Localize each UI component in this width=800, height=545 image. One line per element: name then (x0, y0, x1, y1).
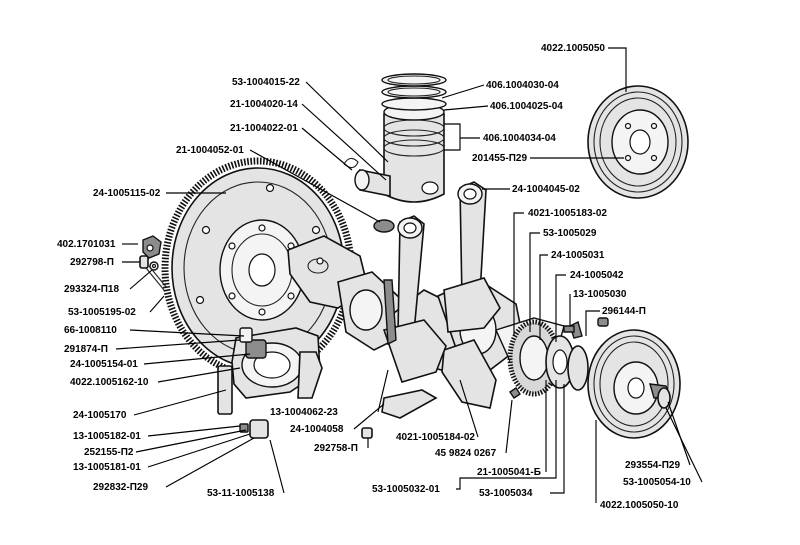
connecting-rods (381, 181, 501, 419)
label-53-1005032-01: 53-1005032-01 (372, 484, 440, 495)
piston-assembly (343, 73, 447, 233)
label-53-1005054-10: 53-1005054-10 (623, 477, 691, 488)
label-24-1005154-01: 24-1005154-01 (70, 359, 138, 370)
label-4022-1005050: 4022.1005050 (541, 43, 605, 54)
crank-key-and-pin (361, 325, 575, 439)
label-24-1004045-02: 24-1004045-02 (512, 184, 580, 195)
front-sprockets (507, 319, 589, 397)
label-406-1004030-04: 406.1004030-04 (486, 80, 559, 91)
rear-seal-holder (217, 327, 323, 439)
leader-lines (115, 47, 703, 503)
label-24-1005170: 24-1005170 (73, 410, 127, 421)
label-4021-1005184-02: 4021-1005184-02 (396, 432, 475, 443)
label-21-1004022-01: 21-1004022-01 (230, 123, 298, 134)
label-53-1005034: 53-1005034 (479, 488, 533, 499)
label-13-1005182-01: 13-1005182-01 (73, 431, 141, 442)
label-53-1005195-02: 53-1005195-02 (68, 307, 136, 318)
label-291874-p: 291874-П (64, 344, 108, 355)
label-402-1701031: 402.1701031 (57, 239, 116, 250)
label-13-1005030: 13-1005030 (573, 289, 627, 300)
label-21-1005041-b: 21-1005041-Б (477, 467, 541, 478)
label-292758-p: 292758-П (314, 443, 358, 454)
label-406-1004025-04: 406.1004025-04 (490, 101, 563, 112)
label-13-1004062-23: 13-1004062-23 (270, 407, 338, 418)
label-4022-1005050-10: 4022.1005050-10 (600, 500, 679, 511)
label-4022-1005162-10: 4022.1005162-10 (70, 377, 149, 388)
label-201455-p29: 201455-П29 (472, 153, 527, 164)
crankshaft-pulley (587, 85, 689, 199)
label-45-9824-0267: 45 9824 0267 (435, 448, 497, 459)
label-21-1004052-01: 21-1004052-01 (176, 145, 244, 156)
label-21-1004020-14: 21-1004020-14 (230, 99, 298, 110)
label-293324-p18: 293324-П18 (64, 284, 119, 295)
label-53-1004015-22: 53-1004015-22 (232, 77, 300, 88)
label-13-1005181-01: 13-1005181-01 (73, 462, 141, 473)
lower-pulley (587, 317, 681, 439)
label-24-1005031: 24-1005031 (551, 250, 605, 261)
label-252155-p2: 252155-П2 (84, 447, 134, 458)
label-66-1008110: 66-1008110 (64, 325, 117, 336)
sensor-and-fasteners (139, 235, 168, 291)
label-24-1005042: 24-1005042 (570, 270, 624, 281)
label-292798-p: 292798-П (70, 257, 114, 268)
label-24-1004058: 24-1004058 (290, 424, 344, 435)
label-292832-p29: 292832-П29 (93, 482, 148, 493)
label-293554-p29: 293554-П29 (625, 460, 680, 471)
callout-labels: 4022.1005050 53-1004015-22 21-1004020-14… (57, 43, 691, 511)
label-24-1005115-02: 24-1005115-02 (93, 188, 161, 199)
label-53-11-1005138: 53-11-1005138 (207, 488, 275, 499)
label-4021-1005183-02: 4021-1005183-02 (528, 208, 607, 219)
flywheel (161, 157, 355, 379)
label-406-1004034-04: 406.1004034-04 (483, 133, 556, 144)
label-296144-p: 296144-П (602, 306, 646, 317)
label-53-1005029: 53-1005029 (543, 228, 597, 239)
